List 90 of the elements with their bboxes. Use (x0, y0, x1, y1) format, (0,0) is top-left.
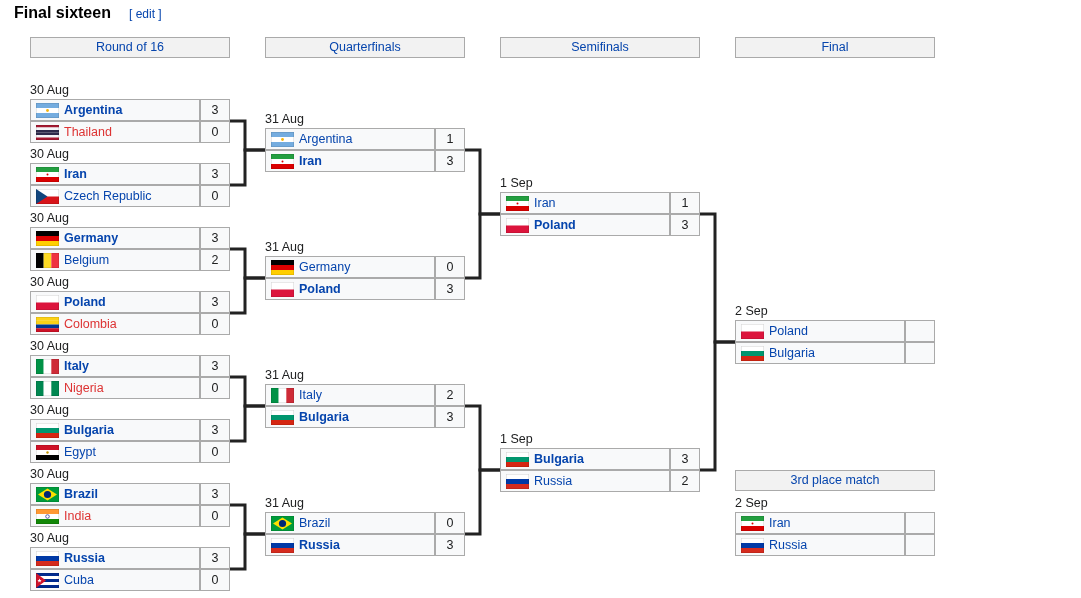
team-name: Germany (299, 259, 351, 275)
match-date: 1 Sep (500, 431, 533, 447)
team-name: Nigeria (64, 380, 104, 396)
score: 3 (211, 486, 219, 502)
match-date: 2 Sep (735, 303, 768, 319)
score: 3 (211, 358, 219, 374)
bracket-line (700, 340, 735, 472)
team-name: Czech Republic (64, 188, 152, 204)
score: 3 (446, 281, 454, 297)
score: 3 (446, 537, 454, 553)
score: 0 (211, 188, 219, 204)
team-name: Russia (64, 550, 105, 566)
team-name: Bulgaria (299, 409, 349, 425)
team-name: Russia (534, 473, 573, 489)
edit-link: [ edit ] (129, 6, 162, 22)
team-name: Russia (299, 537, 340, 553)
match-date: 31 Aug (265, 111, 304, 127)
team-name: Bulgaria (64, 422, 114, 438)
score: 3 (211, 166, 219, 182)
score: 3 (681, 451, 689, 467)
score: 3 (211, 422, 219, 438)
score: 3 (211, 102, 219, 118)
team-name: Italy (64, 358, 89, 374)
round-header: Round of 16 (30, 37, 230, 58)
score: 2 (681, 473, 689, 489)
bracket-line (230, 148, 265, 187)
team-name: Egypt (64, 444, 96, 460)
team-name: Poland (534, 217, 576, 233)
match-date: 30 Aug (30, 530, 69, 546)
match-date: 2 Sep (735, 495, 768, 511)
score: 3 (211, 294, 219, 310)
team-name: Thailand (64, 124, 112, 140)
match-date: 30 Aug (30, 146, 69, 162)
section-heading: Final sixteen (14, 3, 111, 23)
team-name: Iran (64, 166, 87, 182)
score: 2 (211, 252, 219, 268)
bracket-line (465, 468, 500, 536)
score: 0 (211, 508, 219, 524)
score: 0 (211, 444, 219, 460)
team-name: Italy (299, 387, 322, 403)
match-date: 30 Aug (30, 274, 69, 290)
team-name: Colombia (64, 316, 117, 332)
team-name: Brazil (299, 515, 331, 531)
score: 3 (211, 230, 219, 246)
score: 0 (211, 380, 219, 396)
team-name: Russia (769, 537, 808, 553)
round-header: Semifinals (500, 37, 700, 58)
team-name: Bulgaria (534, 451, 584, 467)
bracket-line (230, 532, 265, 571)
score: 0 (211, 124, 219, 140)
score: 3 (446, 409, 454, 425)
score: 3 (211, 550, 219, 566)
score: 0 (211, 316, 219, 332)
match-date: 31 Aug (265, 239, 304, 255)
bracket-line (230, 276, 265, 315)
team-name: Iran (534, 195, 556, 211)
match-date: 30 Aug (30, 466, 69, 482)
score: 3 (446, 153, 454, 169)
score: 1 (446, 131, 454, 147)
match-date: 30 Aug (30, 402, 69, 418)
bracket-line (230, 404, 265, 443)
team-name: Poland (769, 323, 808, 339)
score: 2 (446, 387, 454, 403)
team-name: Iran (299, 153, 322, 169)
match-date: 30 Aug (30, 210, 69, 226)
match-date: 1 Sep (500, 175, 533, 191)
round-header: 3rd place match (735, 470, 935, 491)
team-name: Poland (64, 294, 106, 310)
match-date: 30 Aug (30, 338, 69, 354)
bracket-line (465, 212, 500, 280)
team-name: Germany (64, 230, 119, 246)
team-name: Argentina (64, 102, 123, 118)
score: 0 (446, 259, 454, 275)
team-name: Iran (769, 515, 791, 531)
team-name: Poland (299, 281, 341, 297)
team-name: Cuba (64, 572, 94, 588)
score: 0 (446, 515, 454, 531)
team-name: Belgium (64, 252, 110, 268)
team-name: Argentina (299, 131, 353, 147)
team-name: Brazil (64, 486, 99, 502)
match-date: 31 Aug (265, 495, 304, 511)
round-header: Quarterfinals (265, 37, 465, 58)
match-date: 31 Aug (265, 367, 304, 383)
score: 3 (681, 217, 689, 233)
round-header: Final (735, 37, 935, 58)
team-name: India (64, 508, 92, 524)
team-name: Bulgaria (769, 345, 815, 361)
score: 1 (681, 195, 689, 211)
match-date: 30 Aug (30, 82, 69, 98)
score: 0 (211, 572, 219, 588)
